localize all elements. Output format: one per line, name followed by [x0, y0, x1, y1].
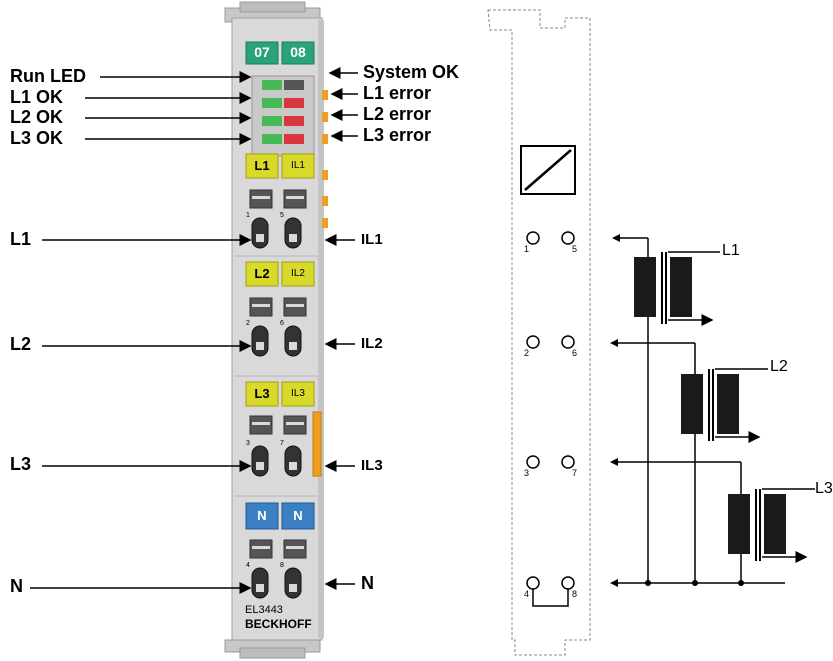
led-l1-ok — [262, 98, 282, 108]
contact-5: 5 — [280, 212, 284, 219]
tag-l3-text: L3 — [254, 386, 270, 401]
right-arrows — [324, 67, 358, 590]
led-l2-ok — [262, 116, 282, 126]
tag-n-1 — [245, 502, 279, 530]
ct-l1 — [634, 251, 720, 326]
ct-l3 — [728, 488, 815, 563]
label-l3-error: L3 error — [363, 125, 432, 145]
label-n-right: N — [361, 573, 374, 593]
tag-08-text: 08 — [290, 44, 306, 60]
pin-2: 2 — [524, 348, 530, 358]
label-run-led: Run LED — [10, 66, 86, 86]
tag-08 — [281, 41, 315, 65]
label-l1-error: L1 error — [363, 83, 432, 103]
tag-il1 — [281, 153, 315, 179]
pin-6: 6 — [572, 348, 578, 358]
left-arrows — [30, 71, 252, 594]
tag-l2 — [245, 261, 279, 287]
tag-il3 — [281, 381, 315, 407]
label-il1: IL1 — [361, 231, 383, 248]
contact-6: 6 — [280, 320, 284, 327]
tag-07 — [245, 41, 279, 65]
label-n: N — [10, 576, 23, 596]
schematic-l3: L3 — [815, 480, 833, 497]
label-l3-ok: L3 OK — [10, 128, 64, 148]
contact-8: 8 — [280, 562, 284, 569]
tag-n-2 — [281, 502, 315, 530]
tag-il2-text: IL2 — [291, 268, 305, 279]
contact-7: 7 — [280, 440, 284, 447]
label-il2: IL2 — [361, 335, 383, 352]
pin-3: 3 — [524, 468, 530, 478]
tag-l1-text: L1 — [254, 158, 270, 173]
terminal-module — [224, 1, 328, 659]
tag-n2-text: N — [293, 508, 303, 523]
label-l2-error: L2 error — [363, 104, 432, 124]
label-system-ok: System OK — [363, 62, 460, 82]
led-l2-error — [284, 116, 304, 126]
led-l3-error — [284, 134, 304, 144]
led-l1-error — [284, 98, 304, 108]
tag-07-text: 07 — [254, 44, 270, 60]
label-l2: L2 — [10, 334, 32, 354]
label-il3: IL3 — [361, 457, 383, 474]
pin-5: 5 — [572, 244, 578, 254]
label-l2-ok: L2 OK — [10, 107, 64, 127]
brand-label: BECKHOFF — [245, 617, 312, 631]
led-system-ok — [284, 80, 304, 90]
contact-3: 3 — [246, 440, 250, 447]
label-l1: L1 — [10, 229, 32, 249]
tag-il2 — [281, 261, 315, 287]
tag-il1-text: IL1 — [291, 160, 305, 171]
pin-1: 1 — [524, 244, 530, 254]
label-l1-ok: L1 OK — [10, 87, 64, 107]
led-run — [262, 80, 282, 90]
pin-7: 7 — [572, 468, 578, 478]
schematic — [487, 9, 815, 656]
contact-1: 1 — [246, 212, 250, 219]
model-label: EL3443 — [245, 604, 283, 616]
pin-8: 8 — [572, 589, 578, 599]
label-l3: L3 — [10, 454, 32, 474]
tag-l1 — [245, 153, 279, 179]
schematic-l1: L1 — [722, 242, 740, 259]
ct-l2 — [681, 368, 768, 443]
orange-connector — [312, 411, 322, 477]
tag-il3-text: IL3 — [291, 388, 305, 399]
tag-l3 — [245, 381, 279, 407]
contact-2: 2 — [246, 320, 250, 327]
tag-n1-text: N — [257, 508, 267, 523]
contact-4: 4 — [246, 562, 250, 569]
schematic-l2: L2 — [770, 358, 788, 375]
led-l3-ok — [262, 134, 282, 144]
tag-l2-text: L2 — [254, 266, 270, 281]
pin-4: 4 — [524, 589, 530, 599]
